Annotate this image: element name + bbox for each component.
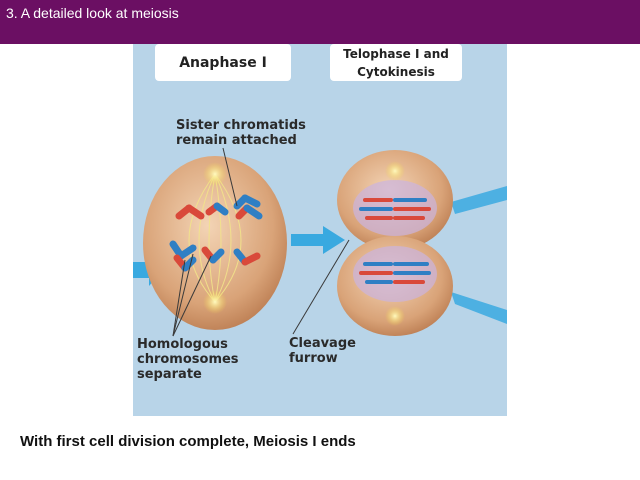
- middle-arrow: [291, 226, 345, 254]
- homologous-label: Homologous chromosomes separate: [137, 337, 239, 382]
- telophase-lower-chromosomes: [359, 262, 431, 284]
- caption: With first cell division complete, Meios…: [20, 433, 356, 450]
- slide-title: 3. A detailed look at meiosis: [6, 5, 179, 21]
- bottom-right-arrow: [451, 292, 507, 324]
- sister-chromatids-label: Sister chromatids remain attached: [176, 118, 306, 148]
- telophase-label: Telophase I and Cytokinesis: [330, 44, 462, 81]
- meiosis-figure: Anaphase I Telophase I and Cytokinesis S…: [133, 44, 507, 416]
- telophase-upper-centrosome: [385, 161, 405, 181]
- cleavage-furrow-label: Cleavage furrow: [289, 336, 356, 366]
- anaphase-label: Anaphase I: [155, 44, 291, 81]
- title-bar: 3. A detailed look at meiosis: [0, 0, 640, 44]
- pointer-lines: [172, 147, 350, 337]
- top-right-arrow: [451, 186, 507, 214]
- bottom-centrosome: [203, 290, 227, 314]
- top-centrosome: [203, 162, 227, 186]
- telophase-lower-centrosome: [385, 306, 405, 326]
- meiosis-illustration: [133, 147, 507, 337]
- telophase-upper-chromosomes: [359, 198, 431, 220]
- spindle-fibers: [188, 173, 242, 303]
